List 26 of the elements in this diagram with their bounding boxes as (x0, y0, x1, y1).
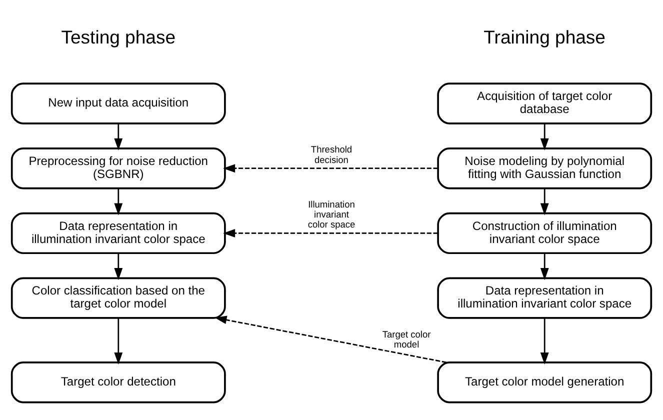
arrow (114, 123, 123, 150)
arrow (540, 123, 549, 150)
node-box: Noise modeling by polynomial fitting with Gaussian function (437, 147, 652, 189)
arrow (214, 315, 447, 363)
label: Testing phase (61, 26, 176, 47)
arrow (114, 188, 123, 215)
node-box: Preprocessing for noise reduction (SGBNR) (10, 147, 226, 189)
arrow (223, 228, 438, 237)
node-box: Data representation in illumination invariant color space (437, 276, 652, 318)
label: Training phase (484, 26, 606, 47)
node-box: Construction of illumination invariant color space (437, 212, 652, 254)
edge-label: Illumination invariant color space (308, 198, 356, 230)
node-box: Acquisition of target color database (437, 82, 652, 124)
edge-label: Threshold decision (310, 144, 352, 164)
arrow (114, 318, 123, 364)
edge-label: Target color model (382, 328, 431, 350)
arrow (114, 252, 123, 280)
arrow (540, 252, 549, 280)
arrow (540, 318, 549, 364)
node-box: Color classification based on the target color model (10, 276, 226, 318)
node-box: Data representation in illumination invariant color space (10, 212, 226, 254)
node-box: Target color detection (10, 361, 226, 403)
node-box: New input data acquisition (10, 82, 226, 124)
node-box: Target color model generation (437, 361, 652, 403)
arrow (540, 188, 549, 215)
arrow (223, 164, 438, 172)
